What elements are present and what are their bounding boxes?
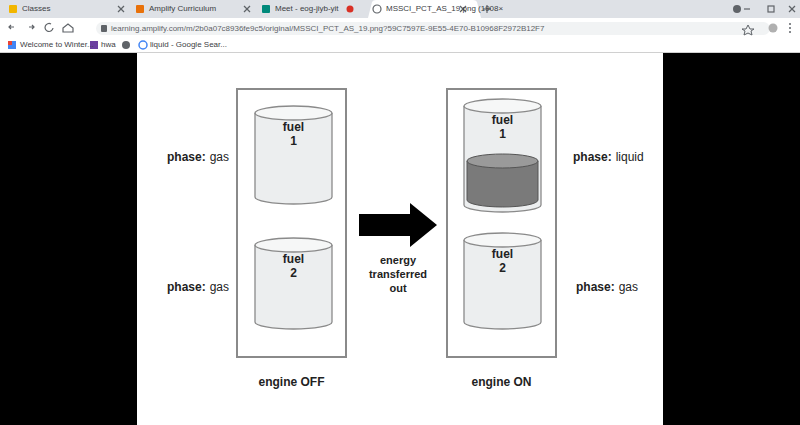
cylinder-outline [254, 237, 333, 330]
phase-value: gas [619, 280, 638, 294]
phase-value: gas [210, 280, 229, 294]
fuel-label: fuel 1 [280, 120, 308, 148]
fuel-label: fuel 2 [280, 252, 308, 280]
cylinder-label-area: fuel 2 [463, 247, 542, 275]
tab-title: Amplify Curriculum [149, 4, 216, 13]
phase-key: phase: [167, 280, 206, 294]
cylinder-label-area: fuel 1 [463, 113, 542, 141]
fuel-cylinder: fuel 1 [463, 98, 542, 213]
bookmark: hwa [101, 40, 116, 49]
tab-title: MSSCI_PCT_AS_19.png (1908× [386, 4, 456, 13]
engine-box: engine ONfuel 1fuel 2 [446, 88, 557, 358]
cylinder-label-area: fuel 2 [254, 252, 333, 280]
liquid-surface [467, 154, 538, 168]
fuel-label: fuel 2 [489, 247, 517, 275]
address-url: learning.amplify.com/m/2b0a07c8936fe9c5/… [111, 24, 544, 33]
fuel-cylinder: fuel 1 [254, 105, 333, 205]
bookmark: Welcome to Winter... [20, 40, 94, 49]
cylinder-outline [463, 232, 542, 330]
phase-value: liquid [616, 150, 644, 164]
arrow-label: energy transferred out [361, 253, 435, 295]
box-caption: engine ON [426, 375, 577, 389]
cylinder-label-area: fuel 1 [254, 120, 333, 148]
engine-box: engine OFFfuel 1fuel 2 [236, 88, 347, 358]
phase-key: phase: [573, 150, 612, 164]
tab-title: Meet - eog-jiyb-yit [275, 4, 339, 13]
phase-value: gas [210, 150, 229, 164]
fuel-cylinder: fuel 2 [463, 232, 542, 330]
phase-key: phase: [167, 150, 206, 164]
fuel-label: fuel 1 [489, 113, 517, 141]
fuel-cylinder: fuel 2 [254, 237, 333, 330]
box-caption: engine OFF [216, 375, 367, 389]
energy-arrow [359, 203, 437, 247]
phase-key: phase: [576, 280, 615, 294]
bookmark: liquid - Google Sear... [150, 40, 227, 49]
tab-title: Classes [22, 4, 50, 13]
